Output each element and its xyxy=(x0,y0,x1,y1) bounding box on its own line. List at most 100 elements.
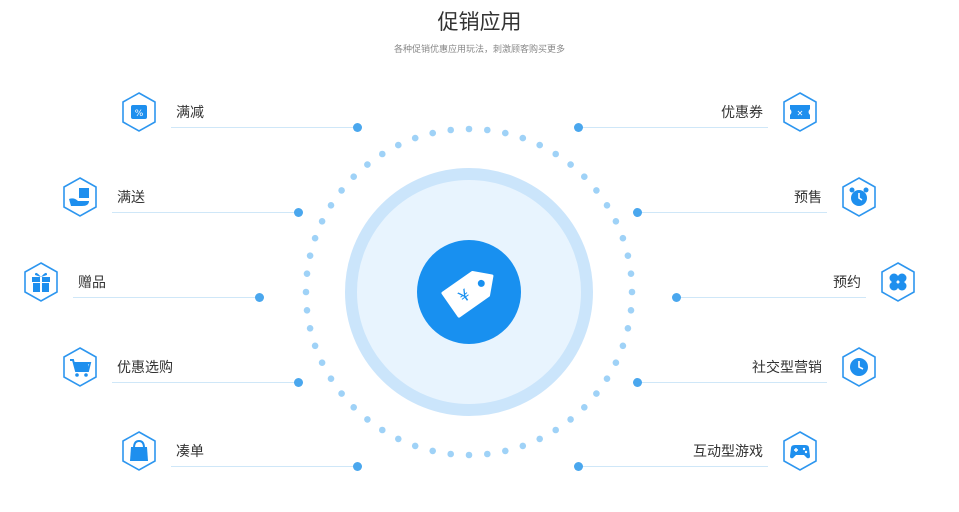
connector-line xyxy=(637,382,827,383)
ring-dot xyxy=(612,218,620,225)
price-tag-icon: ¥ xyxy=(441,271,494,318)
ring-dot xyxy=(411,134,419,142)
connector-line xyxy=(112,382,297,383)
ring-dot xyxy=(303,270,311,278)
ring-dot xyxy=(581,404,588,411)
ring-dot xyxy=(619,234,627,242)
ring-dot xyxy=(311,342,319,350)
ring-dot xyxy=(536,435,543,443)
feature-item-zeng-pin[interactable]: 赠品 xyxy=(23,262,363,302)
feature-label: 赠品 xyxy=(78,275,106,291)
ring-dot xyxy=(338,390,345,397)
ring-dot xyxy=(303,307,311,314)
connector-dot xyxy=(353,123,362,132)
feature-item-yu-shou[interactable]: 预售 xyxy=(537,177,877,217)
ring-dot xyxy=(318,359,326,367)
connector-line xyxy=(112,212,297,213)
connector-line xyxy=(578,127,768,128)
ring-dot xyxy=(338,187,345,194)
feature-item-she-jiao-xing-ying-xiao[interactable]: 社交型营销 xyxy=(537,347,877,387)
ring-dot xyxy=(302,288,310,296)
connector-dot xyxy=(294,208,303,217)
ring-dot xyxy=(364,161,371,168)
dotted-ring xyxy=(302,125,636,459)
connector-dot xyxy=(633,378,642,387)
ring-dot xyxy=(624,325,632,332)
ring-dot xyxy=(429,447,437,455)
ring-dot xyxy=(567,161,574,168)
feature-item-man-song[interactable]: 满送 xyxy=(62,177,402,217)
ring-dot xyxy=(593,187,600,194)
ring-dot xyxy=(306,252,314,259)
ring-dot xyxy=(552,426,559,434)
feature-item-man-jian[interactable]: % 满减 xyxy=(121,92,461,132)
feature-label: 社交型营销 xyxy=(752,360,822,376)
connector-line xyxy=(676,297,866,298)
ring-dot xyxy=(411,442,419,450)
ring-dot xyxy=(581,173,588,180)
ring-dot xyxy=(519,442,527,450)
feature-label: 预售 xyxy=(794,190,822,206)
ring-dot xyxy=(350,173,358,180)
ring-dot xyxy=(624,252,632,259)
ring-dot xyxy=(603,202,611,209)
ring-dot xyxy=(628,288,636,296)
svg-text:%: % xyxy=(135,109,144,119)
feature-item-you-hui-xuan-gou[interactable]: 优惠选购 xyxy=(62,347,402,387)
feature-item-hu-dong-xing-you-xi[interactable]: 互动型游戏 xyxy=(478,431,818,471)
four-petal-icon xyxy=(881,262,915,302)
connector-line xyxy=(578,466,768,467)
ring-dot xyxy=(447,450,455,458)
ring-dot xyxy=(350,404,358,411)
percent-coupon-icon: % xyxy=(122,92,156,132)
feature-label: 满送 xyxy=(117,190,145,206)
ring-dot xyxy=(612,359,620,367)
page-title: 促销应用 xyxy=(437,10,522,34)
ring-dot xyxy=(311,234,319,242)
gift-box-icon xyxy=(24,262,58,302)
ring-dot xyxy=(364,416,371,423)
connector-dot xyxy=(353,462,362,471)
connector-line xyxy=(637,212,827,213)
ring-dot xyxy=(567,416,574,423)
ring-dot xyxy=(429,129,437,137)
feature-label: 凑单 xyxy=(176,444,204,460)
ring-dot xyxy=(327,375,335,383)
feature-label: 优惠选购 xyxy=(117,360,173,376)
connector-dot xyxy=(574,462,583,471)
ring-dot xyxy=(593,390,600,397)
ring-dot xyxy=(484,126,491,134)
ring-dot xyxy=(603,375,611,383)
svg-text:✕: ✕ xyxy=(797,109,804,118)
feature-item-yu-yue[interactable]: 预约 xyxy=(576,262,916,302)
clock-icon xyxy=(842,347,876,387)
feature-label: 预约 xyxy=(833,275,861,291)
ring-dot xyxy=(502,447,509,455)
ring-dot xyxy=(395,141,402,149)
ring-dot xyxy=(306,325,314,332)
connector-dot xyxy=(672,293,681,302)
feature-label: 满减 xyxy=(176,105,204,121)
ring-dot xyxy=(627,270,635,278)
ring-dot xyxy=(465,451,473,459)
ring-dot xyxy=(447,126,455,134)
alarm-clock-icon xyxy=(842,177,876,217)
connector-line xyxy=(171,127,356,128)
feature-item-cou-dan[interactable]: 凑单 xyxy=(121,431,461,471)
connector-dot xyxy=(633,208,642,217)
connector-dot xyxy=(255,293,264,302)
ring-dot xyxy=(536,141,543,149)
ring-dot xyxy=(318,218,326,225)
gamepad-icon xyxy=(783,431,817,471)
feature-label: 互动型游戏 xyxy=(693,444,763,460)
ring-dot xyxy=(327,202,335,209)
shopping-bag-icon xyxy=(122,431,156,471)
ring-dot xyxy=(552,150,559,158)
ring-dot xyxy=(395,435,402,443)
connector-line xyxy=(73,297,258,298)
page-subtitle: 各种促销优惠应用玩法，刺激顾客购买更多 xyxy=(393,45,565,55)
ring-dot xyxy=(484,450,491,458)
ring-dot xyxy=(627,307,635,314)
feature-item-you-hui-quan[interactable]: ✕ 优惠券 xyxy=(478,92,818,132)
